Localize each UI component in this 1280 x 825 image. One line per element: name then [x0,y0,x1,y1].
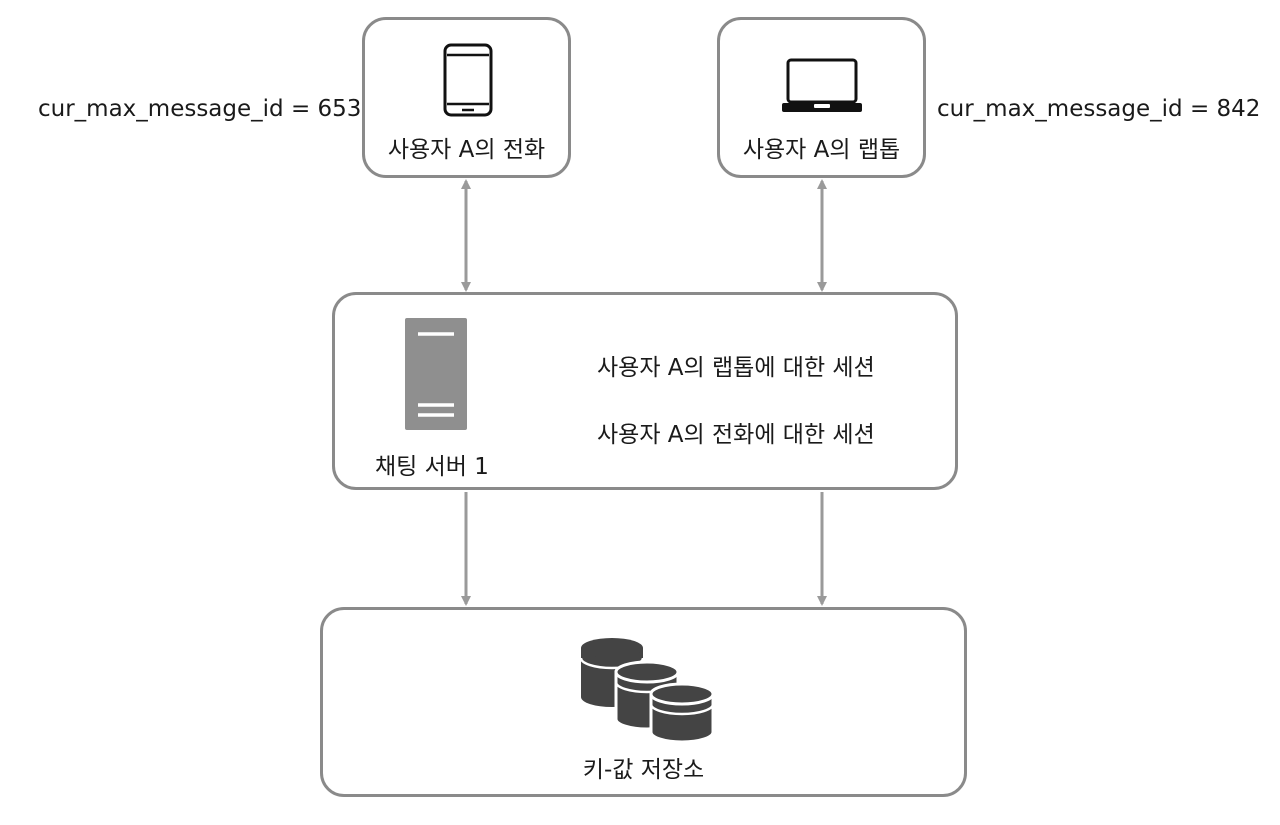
chat-server-box: 채팅 서버 1 사용자 A의 랩톱에 대한 세션 사용자 A의 전화에 대한 세… [332,292,958,490]
laptop-session-label: 사용자 A의 랩톱에 대한 세션 [597,355,875,381]
laptop-cur-max-message-id: cur_max_message_id = 842 [937,96,1261,122]
server-icon [405,318,467,430]
chat-server-label: 채팅 서버 1 [375,454,489,480]
database-icon [579,638,715,744]
phone-icon [443,43,493,117]
laptop-label: 사용자 A의 랩톱 [742,137,901,163]
laptop-box: 사용자 A의 랩톱 [717,17,926,178]
database-cylinder-3 [649,682,715,744]
key-value-store-box: 키-값 저장소 [320,607,967,797]
phone-session-label: 사용자 A의 전화에 대한 세션 [597,422,875,448]
key-value-store-label: 키-값 저장소 [582,757,705,783]
phone-cur-max-message-id: cur_max_message_id = 653 [38,96,362,122]
laptop-icon [782,58,862,112]
phone-box: 사용자 A의 전화 [362,17,571,178]
phone-label: 사용자 A의 전화 [387,137,546,163]
